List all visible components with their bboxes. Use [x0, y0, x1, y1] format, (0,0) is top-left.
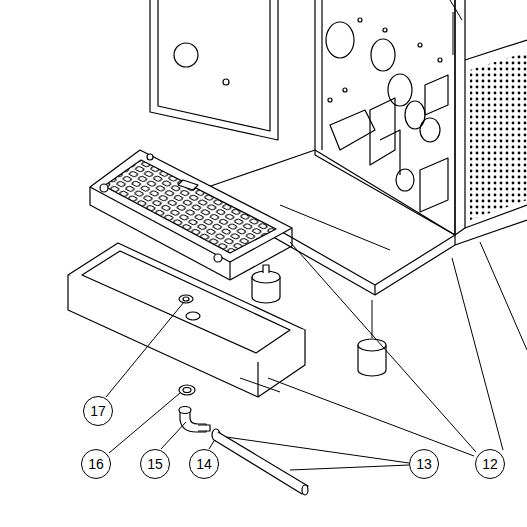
callout-circle: 12: [475, 449, 505, 479]
callout-circle: 13: [409, 449, 439, 479]
drip-grid: [90, 150, 292, 280]
callout-number: 12: [482, 457, 498, 471]
callout-circle: 15: [140, 449, 170, 479]
callout-number: 17: [90, 404, 106, 418]
drip-tray: [68, 243, 305, 397]
callout-number: 14: [196, 457, 212, 471]
callout-number: 16: [88, 457, 104, 471]
callout-number: 15: [147, 457, 163, 471]
frame-panel: [315, 0, 465, 235]
back-panel: [150, 0, 278, 140]
callout-circle: 17: [83, 396, 113, 426]
leader-lines: [106, 242, 527, 470]
callout-circle: 14: [189, 449, 219, 479]
drain-parts: [179, 385, 308, 495]
callout-circle: 16: [81, 449, 111, 479]
callout-number: 13: [416, 457, 432, 471]
perforated-panel: [455, 40, 527, 245]
